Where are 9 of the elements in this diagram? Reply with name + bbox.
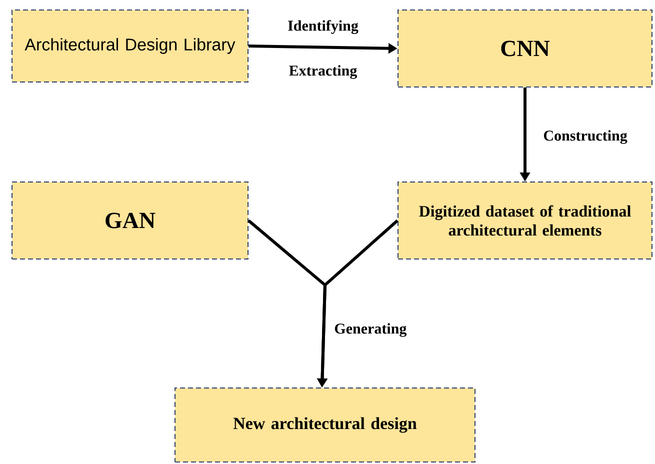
edge-label: Constructing [544, 130, 628, 144]
process-box: Digitized dataset of traditional architectural elements [398, 182, 652, 260]
text-label: Extracting [289, 65, 358, 79]
process-box: GAN [12, 182, 248, 260]
process-box: Architectural Design Library [12, 10, 248, 82]
process-box: CNN [398, 10, 652, 88]
process-box: New architectural design [174, 388, 476, 462]
edge-label: Identifying [288, 20, 358, 34]
edge-label: Generating [334, 323, 407, 337]
